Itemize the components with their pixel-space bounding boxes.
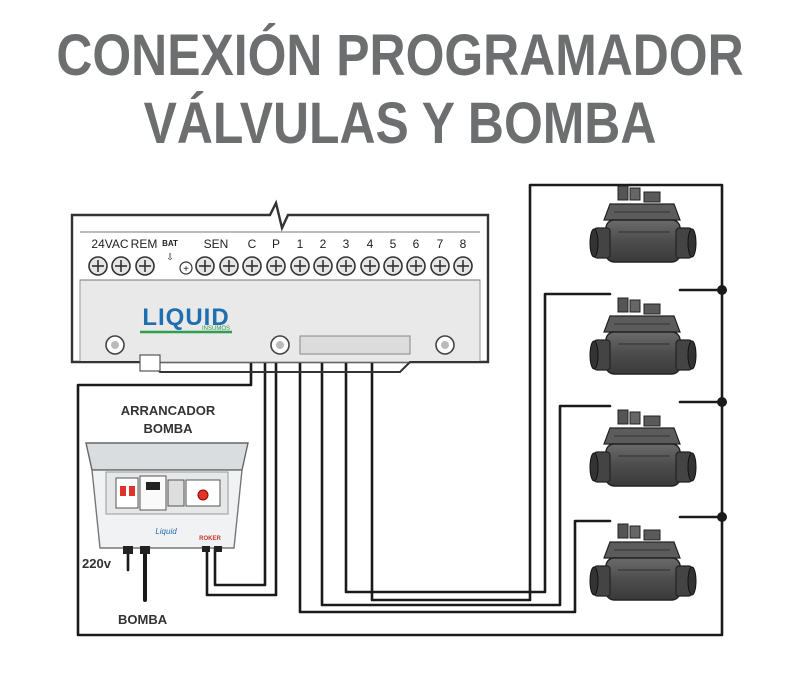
liquid-logo: LIQUID INSUMOS: [140, 304, 232, 334]
screw-icon: [88, 256, 108, 276]
zone2-wire: [320, 263, 612, 607]
solenoid-valve-icon: [589, 297, 697, 375]
solenoid-valve-icon: [589, 185, 697, 263]
starter-label-1: ARRANCADOR: [121, 403, 216, 418]
title-line-1: CONEXIÓN PROGRAMADOR: [56, 23, 744, 88]
starter-brand: Liquid: [155, 527, 177, 536]
starter-label-2: BOMBA: [143, 421, 193, 436]
screw-icon: [219, 256, 239, 276]
screw-icon: [430, 256, 450, 276]
starter-maker: ROKER: [199, 536, 221, 542]
screw-icon: [406, 256, 426, 276]
terminal-p-label: P: [272, 237, 280, 251]
pump-wire-2: [213, 263, 267, 587]
screw-icon: [195, 256, 215, 276]
terminal-3-label: 3: [343, 237, 350, 251]
screw-icon: [111, 256, 131, 276]
power-label: 220v: [82, 556, 112, 571]
screw-icon: [360, 256, 380, 276]
common-wire: [76, 183, 724, 637]
terminal-bat-label: BAT: [162, 239, 178, 248]
solenoid-valve-icon: [589, 523, 697, 601]
brand-sub: INSUMOS: [202, 326, 230, 332]
zone1-wire: [298, 263, 612, 614]
screw-terminals: [88, 256, 473, 276]
pump-label: BOMBA: [118, 612, 168, 627]
terminal-c-label: C: [248, 237, 257, 251]
terminal-5-label: 5: [390, 237, 397, 251]
controller: 24VAC REM BAT SEN C P 1 2 3 4 5 6 7 8 ⇩ …: [70, 199, 490, 373]
plus-icon: [179, 261, 193, 275]
terminal-2-label: 2: [320, 237, 327, 251]
screw-icon: [383, 256, 403, 276]
junctions: [717, 285, 727, 522]
terminal-6-label: 6: [413, 237, 420, 251]
screw-icon: [135, 256, 155, 276]
bat-symbol: ⇩: [166, 252, 174, 262]
zone4-wire: [370, 183, 632, 602]
wires: [76, 183, 724, 637]
title-line-2: VÁLVULAS Y BOMBA: [143, 91, 657, 156]
valves: [589, 185, 697, 601]
screw-icon: [313, 256, 333, 276]
screw-icon: [242, 256, 262, 276]
terminal-rem-label: REM: [131, 237, 158, 251]
terminal-7-label: 7: [437, 237, 444, 251]
pump-starter: ARRANCADOR BOMBA Liquid ROKER 220v BOMBA: [82, 403, 249, 627]
pump-wire: [205, 263, 278, 597]
svg-text:+: +: [183, 264, 189, 275]
terminal-1-label: 1: [297, 237, 304, 251]
screw-icon: [336, 256, 356, 276]
screw-icon: [266, 256, 286, 276]
screw-icon: [290, 256, 310, 276]
terminal-sen-label: SEN: [204, 237, 229, 251]
terminal-24vac-label: 24VAC: [91, 237, 128, 251]
brand-name: LIQUID: [142, 304, 229, 331]
solenoid-valve-icon: [589, 409, 697, 487]
terminal-8-label: 8: [460, 237, 467, 251]
screw-icon: [453, 256, 473, 276]
terminal-4-label: 4: [367, 237, 374, 251]
zone3-wire: [344, 263, 612, 594]
